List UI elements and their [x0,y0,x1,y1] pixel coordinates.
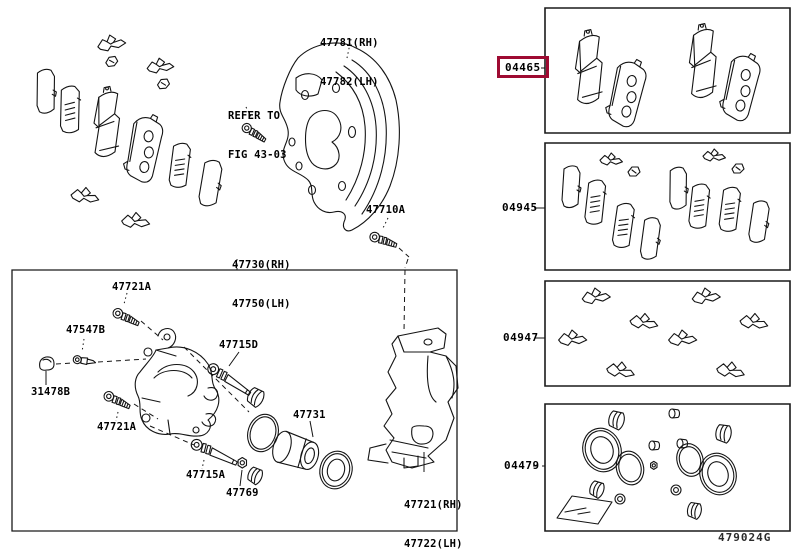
kit-code-04945[interactable]: 04945 [502,201,538,214]
label-47769[interactable]: 47769 [226,487,259,499]
piston-boot-ring-drawing [316,448,357,493]
label-47731[interactable]: 47731 [293,409,326,421]
kit-box-04947 [545,281,790,386]
bracket-drawing [368,328,458,468]
mount-bolt-lower-drawing [101,389,133,413]
piston-seal-ring-drawing [243,410,283,455]
kit-box-04945 [545,143,790,270]
label-bracket-lh: 47722(LH) [404,538,463,549]
label-caliper-rh: 47730(RH) [232,259,291,271]
leader-lines [46,39,545,486]
kit-code-04947[interactable]: 04947 [503,331,539,344]
kit-code-04479[interactable]: 04479 [504,459,540,472]
bleeder-screw-drawing [73,355,96,366]
kit-box-04465 [545,8,790,133]
label-dust-shield[interactable]: 47781(RH) 47782(LH) [320,11,379,102]
bleeder-cap-drawing [40,357,54,370]
note-refer-line1: REFER TO [228,110,281,122]
kit-04947-clips [557,285,770,380]
label-31478b[interactable]: 31478B [31,386,71,398]
note-refer-line2: FIG 43-03 [228,149,287,161]
label-caliper-assy[interactable]: 47730(RH) 47750(LH) [232,233,291,324]
label-dust-shield-lh: 47782(LH) [320,76,379,88]
label-dust-shield-rh: 47781(RH) [320,37,379,49]
label-caliper-lh: 47750(LH) [232,298,291,310]
label-mounting-bracket[interactable]: 47721(RH) 47722(LH) [404,473,463,549]
mount-bolt-upper-drawing [110,306,142,330]
label-bracket-rh: 47721(RH) [404,499,463,511]
note-refer-fig: REFER TO FIG 43-03 [228,84,287,175]
shield-bolt-drawing [367,230,399,251]
main-assembly-box [12,270,457,531]
pin-boot-lower-drawing [244,465,265,487]
label-47721a-lower[interactable]: 47721A [97,421,137,433]
caliper-housing-drawing [135,329,219,437]
label-47715a[interactable]: 47715A [186,469,226,481]
drawing-code: 479024G [718,531,772,544]
dust-shield-drawing [280,43,400,231]
kit-code-04465[interactable]: 04465 [497,56,549,78]
exploded-pad-stack [34,31,225,229]
piston-drawing [269,429,322,472]
label-47710a[interactable]: 47710A [366,204,406,216]
kit-04465-pads [572,22,763,130]
label-47547b[interactable]: 47547B [66,324,106,336]
kit-box-04479 [545,404,790,531]
pin-nut-drawing [237,456,248,469]
label-47715d[interactable]: 47715D [219,339,259,351]
kit-04945-shims [561,148,772,261]
label-47721a-upper[interactable]: 47721A [112,281,152,293]
guide-pin-lower-drawing [188,437,240,469]
kit-04479-cylinder-parts [557,408,742,524]
